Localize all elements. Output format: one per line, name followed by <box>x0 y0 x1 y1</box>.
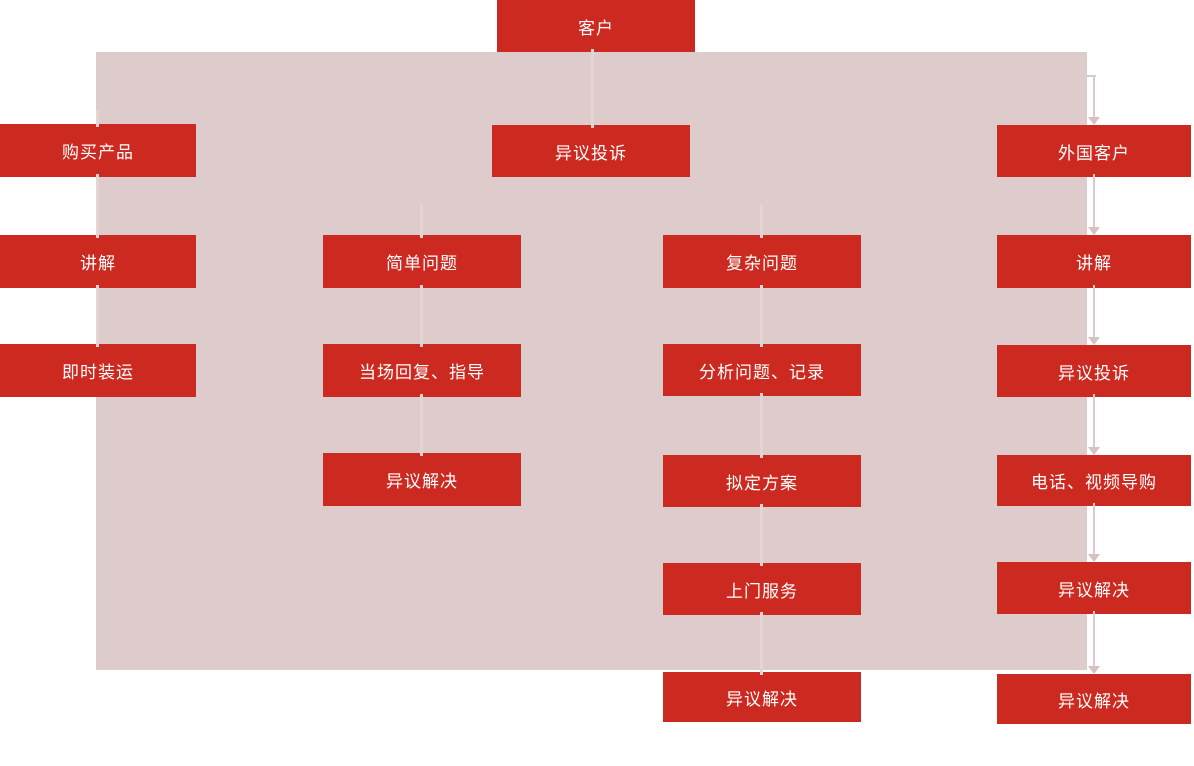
node-complex-problem: 复杂问题 <box>663 235 861 288</box>
connector-door-to-resolve <box>760 612 763 675</box>
connector-stub-complex-problem <box>760 205 763 238</box>
connector-elbow-customer-to-foreign <box>593 75 1096 77</box>
connector-plan-to-door <box>760 504 763 566</box>
connector-foreign-to-explain <box>1093 174 1095 227</box>
node-explain-right: 讲解 <box>997 235 1191 288</box>
connector-explain-to-complaint <box>1093 285 1095 337</box>
node-objection-complaint-right: 异议投诉 <box>997 345 1191 397</box>
node-buy-product: 购买产品 <box>0 124 196 177</box>
arrowhead-complaint-to-phone <box>1088 447 1100 455</box>
node-immediate-shipment: 即时装运 <box>0 344 196 397</box>
node-phone-video-guide: 电话、视频导购 <box>997 455 1191 506</box>
connector-complaint-to-phone <box>1093 394 1095 447</box>
connector-onsite-to-resolve <box>420 394 423 456</box>
node-objection-resolved-right-1: 异议解决 <box>997 562 1191 614</box>
connector-stub-simple-problem <box>420 205 423 238</box>
connector-stub-buy-product <box>96 110 99 127</box>
node-analyze-problem-record: 分析问题、记录 <box>663 344 861 396</box>
node-simple-problem: 简单问题 <box>323 235 521 288</box>
node-draft-plan: 拟定方案 <box>663 455 861 507</box>
node-door-to-door-service: 上门服务 <box>663 563 861 615</box>
arrowhead-resolve1-to-resolve2 <box>1088 666 1100 674</box>
arrowhead-foreign-drop <box>1088 117 1100 125</box>
node-objection-resolved-left: 异议解决 <box>323 453 521 506</box>
connector-explain-to-shipment <box>96 285 99 347</box>
node-customer: 客户 <box>497 0 695 52</box>
node-onsite-reply-guidance: 当场回复、指导 <box>323 344 521 397</box>
connector-buy-to-explain <box>96 174 99 238</box>
arrowhead-phone-to-resolve1 <box>1088 554 1100 562</box>
arrowhead-foreign-to-explain <box>1088 227 1100 235</box>
connector-customer-to-complaint <box>591 49 594 128</box>
connector-foreign-drop <box>1093 75 1095 117</box>
node-objection-complaint-center: 异议投诉 <box>492 125 690 177</box>
connector-complex-to-analyze <box>760 285 763 347</box>
arrowhead-explain-to-complaint <box>1088 337 1100 345</box>
node-explain-left: 讲解 <box>0 235 196 288</box>
connector-analyze-to-plan <box>760 393 763 458</box>
connector-resolve1-to-resolve2 <box>1093 611 1095 666</box>
connector-phone-to-resolve1 <box>1093 503 1095 554</box>
connector-simple-to-onsite <box>420 285 423 347</box>
node-foreign-customer: 外国客户 <box>997 125 1191 177</box>
node-objection-resolved-mid: 异议解决 <box>663 672 861 722</box>
node-objection-resolved-right-2: 异议解决 <box>997 674 1191 724</box>
